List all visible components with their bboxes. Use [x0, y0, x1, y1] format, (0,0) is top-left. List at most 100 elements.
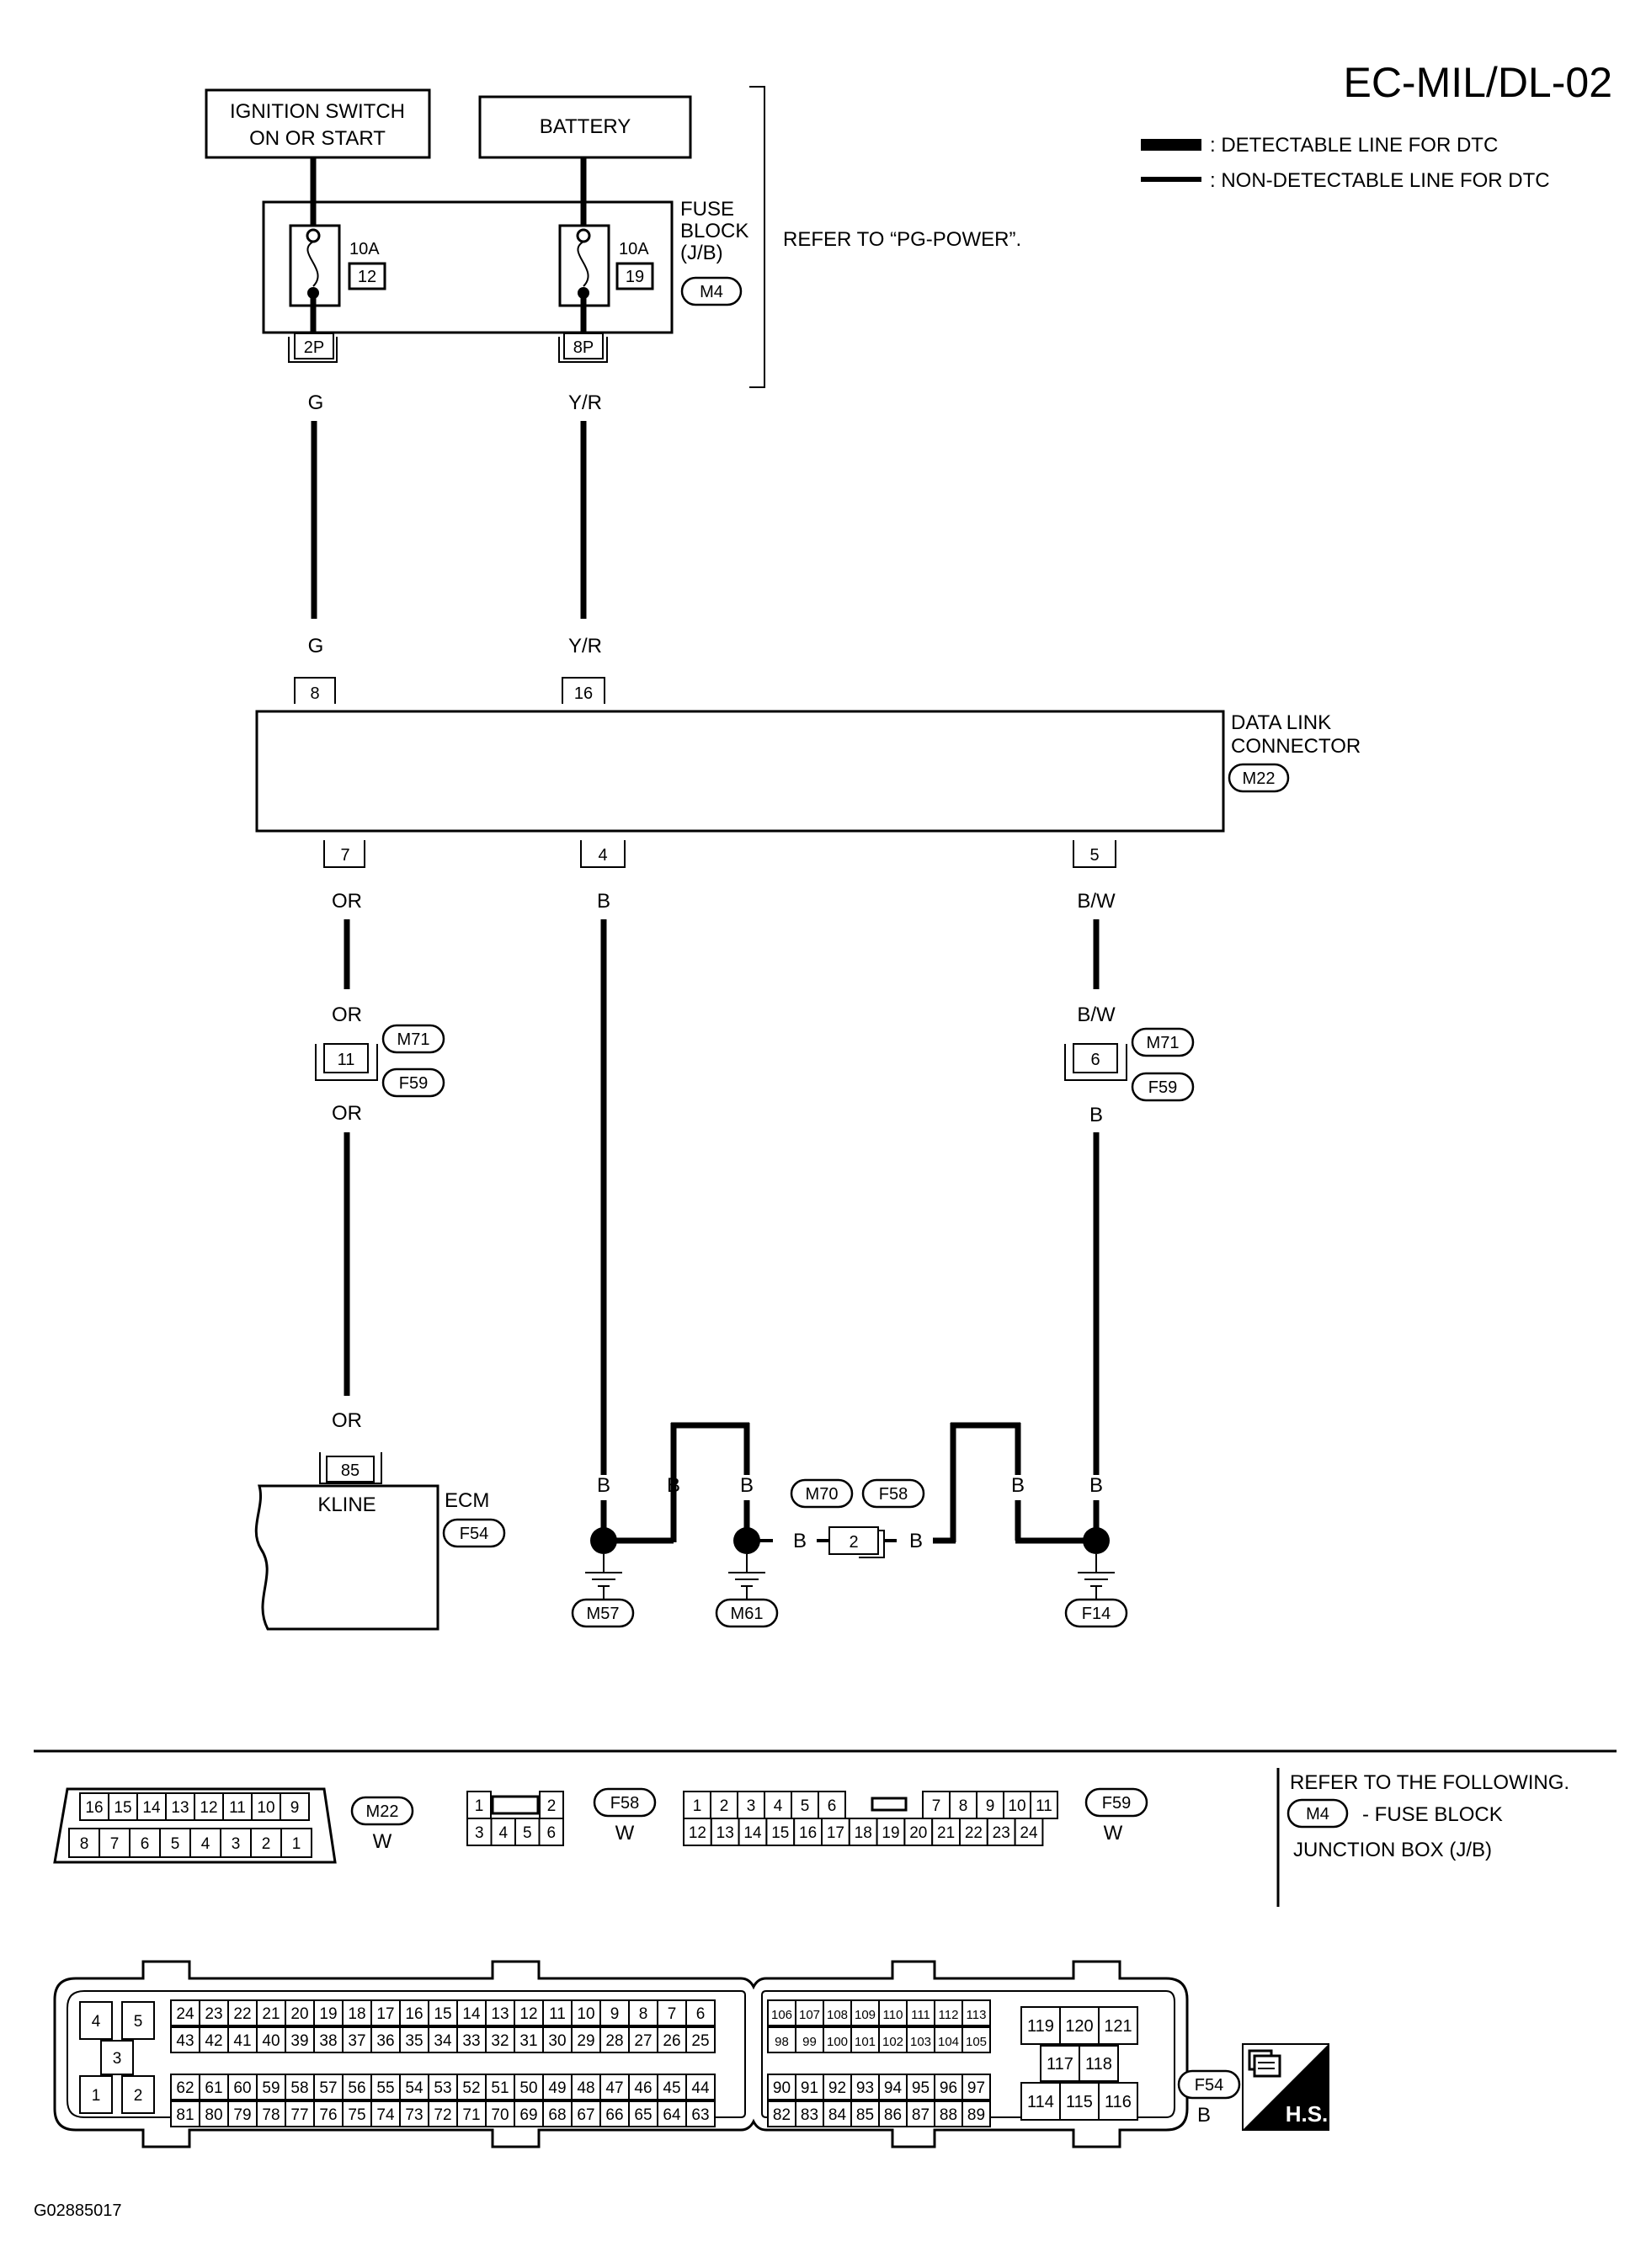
svg-text:6: 6	[141, 1835, 150, 1853]
f54-pin-56: 56	[342, 2074, 372, 2100]
svg-text:117: 117	[1047, 2055, 1073, 2074]
svg-text:120: 120	[1065, 2017, 1093, 2036]
svg-text:5: 5	[801, 1797, 810, 1815]
svg-text:96: 96	[940, 2079, 957, 2097]
svg-text:33: 33	[462, 2032, 480, 2050]
f59-pin-19: 19	[876, 1818, 906, 1846]
m22-pin-3: 3	[220, 1828, 252, 1858]
svg-text:15: 15	[434, 2005, 451, 2023]
f59-pin-20: 20	[903, 1818, 934, 1846]
svg-text:8P: 8P	[573, 338, 594, 357]
f54-pin-42: 42	[199, 2026, 229, 2053]
svg-text:19: 19	[319, 2005, 337, 2023]
svg-text:24: 24	[1020, 1824, 1038, 1842]
f59-pin-17: 17	[821, 1818, 850, 1846]
f54-pin-91: 91	[795, 2074, 824, 2100]
m22-pin-1: 1	[280, 1828, 312, 1858]
svg-text:37: 37	[348, 2032, 365, 2050]
svg-text:7: 7	[668, 2005, 677, 2023]
svg-text:18: 18	[855, 1824, 872, 1842]
legend: : DETECTABLE LINE FOR DTC : NON-DETECTAB…	[1141, 134, 1550, 192]
svg-text:98: 98	[775, 2035, 789, 2049]
f54-pin-109: 109	[850, 1999, 880, 2026]
legend-detectable: : DETECTABLE LINE FOR DTC	[1210, 134, 1498, 157]
svg-text:49: 49	[548, 2079, 566, 2097]
f54-pin-39: 39	[285, 2026, 315, 2053]
svg-text:105: 105	[966, 2035, 987, 2049]
svg-text:3: 3	[113, 2050, 122, 2068]
m22-pin-16: 16	[79, 1792, 109, 1821]
svg-text:60: 60	[233, 2079, 251, 2097]
f54-pin-21: 21	[256, 1999, 286, 2026]
f54-pin-70: 70	[485, 2100, 515, 2127]
svg-text:2: 2	[134, 2087, 143, 2105]
svg-text:W: W	[615, 1822, 635, 1845]
svg-text:54: 54	[405, 2079, 423, 2097]
svg-text:2: 2	[720, 1797, 729, 1815]
f54-pin-30: 30	[542, 2026, 573, 2053]
svg-text:9: 9	[986, 1797, 995, 1815]
svg-text:40: 40	[262, 2032, 280, 2050]
svg-text:42: 42	[205, 2032, 222, 2050]
harness-side-icon: H.S.	[1242, 2043, 1329, 2131]
svg-text:16: 16	[574, 684, 593, 703]
f54-pin-64: 64	[657, 2100, 687, 2127]
f54-pin-78: 78	[256, 2100, 286, 2127]
svg-text:38: 38	[319, 2032, 337, 2050]
svg-text:70: 70	[491, 2106, 509, 2124]
svg-text:B: B	[1011, 1474, 1025, 1497]
svg-text:B: B	[793, 1530, 807, 1552]
f54-pin-28: 28	[599, 2026, 630, 2053]
svg-text:88: 88	[940, 2106, 957, 2124]
f54-pin-72: 72	[428, 2100, 458, 2127]
svg-text:56: 56	[348, 2079, 365, 2097]
f59-pin-6: 6	[818, 1791, 846, 1819]
wire-bw-ground: 5 B/W B/W 6 M71 F59 B B F14	[1064, 840, 1195, 1628]
f54-pin-20: 20	[285, 1999, 315, 2026]
f54-pin-11: 11	[542, 1999, 573, 2026]
f54-pin-2: 2	[121, 2075, 155, 2114]
f54-pin-38: 38	[313, 2026, 344, 2053]
f54-pin-108: 108	[823, 1999, 852, 2026]
svg-text:75: 75	[348, 2106, 365, 2124]
svg-text:21: 21	[262, 2005, 280, 2023]
svg-text:11: 11	[549, 2005, 566, 2023]
f59-pin-1: 1	[683, 1791, 711, 1819]
svg-text:10A: 10A	[619, 240, 649, 258]
svg-text:84: 84	[828, 2106, 847, 2124]
svg-text:JUNCTION BOX (J/B): JUNCTION BOX (J/B)	[1293, 1839, 1492, 1861]
f54-pin-9: 9	[599, 1999, 630, 2026]
svg-text:1: 1	[292, 1835, 301, 1853]
svg-text:5: 5	[134, 2013, 143, 2031]
f54-pin-68: 68	[542, 2100, 573, 2127]
m22-pin-8: 8	[68, 1828, 100, 1858]
f54-pin-87: 87	[906, 2100, 935, 2127]
svg-text:14: 14	[142, 1799, 161, 1817]
f54-pin-50: 50	[514, 2074, 544, 2100]
f54-pin-69: 69	[514, 2100, 544, 2127]
svg-text:69: 69	[519, 2106, 537, 2124]
f54-pin-58: 58	[285, 2074, 315, 2100]
f54-pin-18: 18	[342, 1999, 372, 2026]
m22-pin-13: 13	[165, 1792, 195, 1821]
f54-pin-94: 94	[878, 2074, 908, 2100]
f54-pin-120: 120	[1059, 2006, 1100, 2045]
f54-pin-54: 54	[399, 2074, 429, 2100]
f54-pin-95: 95	[906, 2074, 935, 2100]
svg-text:53: 53	[434, 2079, 451, 2097]
f59-pin-5: 5	[791, 1791, 819, 1819]
f54-pin-114: 114	[1020, 2082, 1061, 2121]
svg-text:11: 11	[338, 1051, 355, 1069]
svg-text:20: 20	[290, 2005, 308, 2023]
svg-text:19: 19	[626, 268, 644, 286]
svg-text:REFER TO “PG-POWER”.: REFER TO “PG-POWER”.	[783, 228, 1021, 251]
f59-pin-14: 14	[738, 1818, 768, 1846]
svg-text:114: 114	[1027, 2093, 1054, 2111]
f54-pin-59: 59	[256, 2074, 286, 2100]
svg-text:2: 2	[849, 1533, 858, 1552]
svg-text:F14: F14	[1082, 1605, 1111, 1623]
svg-text:18: 18	[348, 2005, 365, 2023]
svg-text:2P: 2P	[304, 338, 324, 357]
figure-id: G02885017	[34, 2201, 122, 2220]
